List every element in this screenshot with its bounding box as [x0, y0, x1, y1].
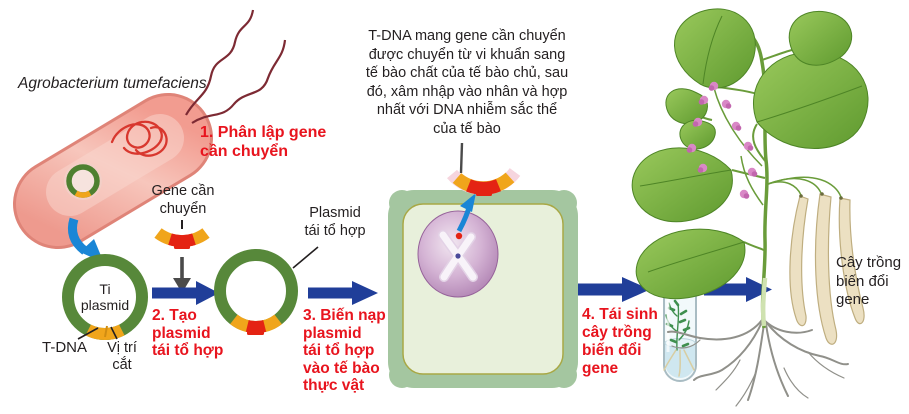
step3-label: 3. Biến nạp plasmid tái tổ hợp vào tế bà… — [303, 307, 386, 394]
bacterium-illustration — [13, 9, 287, 249]
t-dna-label: T-DNA — [42, 339, 87, 356]
gene-to-transfer-label: Gene cần chuyển — [151, 183, 215, 217]
gm-plant-label: Cây trồng biến đổi gene — [836, 254, 902, 308]
flagella-icon — [185, 9, 287, 124]
ti-plasmid-illustration — [62, 254, 148, 340]
plant-roots-icon — [667, 319, 849, 407]
step3-arrow — [308, 281, 378, 305]
bacterial-chromosome-icon — [110, 120, 168, 157]
chromosome-icon — [438, 230, 478, 282]
tube-to-plant-arrow — [704, 277, 772, 302]
flower-stalks — [713, 87, 764, 206]
step4-label: 4. Tái sinh cây trồng biến đổi gene — [582, 306, 658, 377]
bean-pods-icon — [789, 193, 865, 345]
chromosome-to-band-arrow — [456, 193, 476, 233]
plant-flowers-icon — [686, 81, 758, 199]
gene-segment-icon — [154, 220, 210, 249]
plant-cell-illustration — [388, 190, 578, 388]
recombinant-plasmid-label: Plasmid tái tổ hợp — [304, 205, 366, 239]
step2-arrow — [152, 281, 219, 305]
pod-pedicels — [767, 176, 842, 198]
tdna-note-text: T-DNA mang gene cần chuyển được chuyển t… — [365, 28, 569, 137]
gm-plant-illustration — [631, 8, 869, 407]
tdna-pointer-lines — [77, 326, 118, 340]
cut-site-label: Vị trí cắt — [107, 340, 137, 373]
step4-arrow — [578, 277, 650, 302]
bacterium-name-label: Agrobacterium tumefaciens — [18, 75, 207, 92]
plant-stem-icon — [746, 30, 769, 329]
pod-sepals — [799, 192, 843, 200]
recombinant-plasmid-illustration — [214, 249, 298, 335]
mini-plasmid-icon — [64, 162, 102, 200]
plantlet-icon — [665, 299, 691, 351]
step2-label: 2. Tạo plasmid tái tổ hợp — [152, 307, 224, 359]
gene-insert-down-arrow — [173, 257, 191, 293]
integrated-tdna-dot — [455, 232, 463, 240]
recombinant-plasmid-pointer-line — [292, 246, 319, 269]
step1-label: 1. Phân lập gene cần chuyển — [200, 124, 327, 160]
plant-leaves-icon — [631, 8, 869, 300]
plantlet-roots-icon — [663, 349, 695, 377]
ti-plasmid-label: Ti plasmid — [80, 281, 130, 313]
leaf-midribs — [639, 15, 863, 273]
tdna-band-icon — [447, 142, 521, 196]
